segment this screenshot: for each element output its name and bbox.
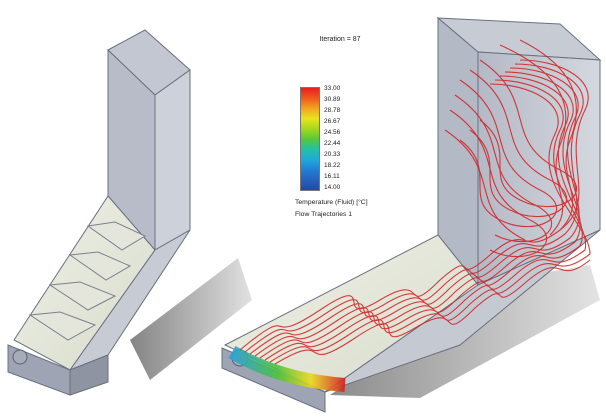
- tick-label: 28.78: [324, 107, 341, 114]
- colorbar-gradient: [301, 88, 319, 190]
- iteration-label: Iteration = 87: [319, 36, 361, 43]
- temperature-colorbar: [300, 87, 320, 191]
- left-shadow: [130, 258, 252, 380]
- tick-label: 26.67: [324, 118, 341, 125]
- tick-label: 30.89: [324, 96, 341, 103]
- tick-label: 18.22: [324, 162, 341, 169]
- tick-label: 24.56: [324, 129, 341, 136]
- left-model: [7, 29, 252, 396]
- legend-title: Temperature (Fluid) [°C]: [295, 199, 368, 206]
- tick-label: 33.00: [324, 85, 341, 92]
- legend-subtitle: Flow Trajectories 1: [295, 211, 353, 218]
- tick-label: 20.33: [324, 151, 341, 158]
- tick-label: 22.44: [324, 140, 341, 147]
- colorbar-ticks: 33.00 30.89 28.78 26.67 24.56 22.44 20.3…: [324, 85, 384, 197]
- right-model: [221, 16, 602, 413]
- left-tower-side: [154, 69, 191, 251]
- tick-label: 14.00: [324, 184, 341, 191]
- tick-label: 16.11: [324, 173, 340, 180]
- flow-trajectories: [239, 39, 591, 365]
